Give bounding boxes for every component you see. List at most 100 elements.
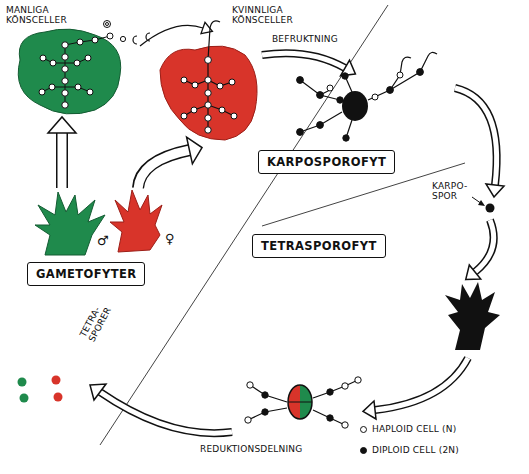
haploid-cell [342, 422, 348, 428]
cell-chain [42, 36, 110, 105]
diploid-cell [297, 77, 304, 84]
annotation-label: MANLIGA KÖNSCELLER [6, 5, 67, 26]
tetrasporophyte-plant [445, 282, 500, 350]
flow-arrow [475, 220, 494, 272]
tetraspore [18, 378, 27, 387]
annotation-label: BEFRUKTNING [272, 34, 338, 44]
haploid-cell [217, 83, 223, 89]
haploid-cell [181, 77, 187, 83]
haploid-cells [39, 21, 126, 109]
haploid-cell [39, 89, 45, 95]
diploid-cell [317, 92, 324, 99]
diploid-cell [327, 415, 333, 421]
haploid-cell [62, 54, 68, 60]
spermatium [120, 36, 125, 41]
haploid-cell [372, 94, 378, 100]
diploid-cells [297, 69, 424, 142]
tetrasporangium [288, 385, 312, 419]
legend-sample [360, 447, 367, 454]
diploid-cell [327, 389, 333, 395]
arrow-head [187, 137, 202, 164]
tetraspore [20, 394, 29, 403]
carpogonial-branch [184, 21, 234, 130]
haploid-cell [231, 113, 237, 119]
haploid-cell [74, 60, 80, 66]
haploid-cell [77, 39, 83, 45]
box-title: KARPOSPOROFYT [267, 155, 386, 169]
tetraspore [52, 376, 61, 385]
divider-line [100, 5, 388, 445]
diploid-cell [343, 135, 349, 141]
haploid-cell [62, 42, 68, 48]
arrow-head [90, 384, 106, 400]
male-thallus [18, 29, 120, 114]
cell-chains [248, 380, 358, 425]
haploid-cell [245, 417, 251, 423]
haploid-cell [219, 107, 225, 113]
haploid-cell [87, 89, 93, 95]
legend-text: HAPLOID CELL (N) [372, 424, 456, 434]
haploid-cell [205, 102, 211, 108]
arrow-head [466, 265, 481, 280]
box-title: GAMETOFYTER [36, 267, 136, 281]
haploid-cell [205, 127, 211, 133]
flow-arrow [140, 25, 203, 46]
haploid-cell [397, 72, 403, 78]
flow-arrow [455, 88, 497, 185]
annotation-label: ♀ [165, 232, 175, 247]
annotation-label: REDUKTIONSDELNING [200, 444, 302, 454]
haploid-cell [62, 102, 68, 108]
diploid-cell [262, 392, 268, 398]
haploid-cell [355, 377, 361, 383]
haploid-cell [92, 37, 98, 43]
haploid-cell [62, 78, 68, 84]
female-gametophyte [110, 190, 162, 252]
male-gametophyte [35, 192, 105, 255]
haploid-cell [192, 82, 198, 88]
tetrasporangium [288, 402, 312, 403]
flow-arrow [138, 150, 190, 188]
box-title: TETRASPOROFYT [261, 239, 377, 253]
flow-arrow [138, 150, 190, 189]
flow-arrow [455, 88, 497, 185]
annotation-label: ♂ [97, 234, 109, 249]
haploid-cell [191, 107, 197, 113]
carposporophyte-chains [300, 52, 437, 138]
haploid-cell [247, 382, 253, 388]
diploid-cell [387, 87, 394, 94]
legend-text: DIPLOID CELL (2N) [372, 445, 459, 455]
haploid-cell [40, 55, 46, 61]
flow-arrow [375, 358, 468, 410]
haploid-cell [106, 23, 109, 26]
haploid-cells [181, 57, 237, 134]
annotation-label: KVINNLIGA KÖNSCELLER [232, 5, 293, 26]
haploid-cells [245, 377, 361, 428]
diploid-cell [342, 73, 348, 79]
arrow-head [486, 184, 504, 197]
haploid-cell [205, 57, 212, 64]
haploid-cell [75, 84, 81, 90]
flow-arrow [262, 53, 345, 68]
flow-arrow [475, 220, 494, 272]
haploid-cell [181, 113, 187, 119]
spermatium [133, 33, 150, 44]
diploid-cell [337, 97, 343, 103]
haploid-cell [327, 85, 333, 91]
tetraspore [54, 393, 63, 402]
arrow-head [478, 200, 485, 206]
cell-chains [42, 36, 110, 105]
flow-arrow [262, 53, 345, 68]
diploid-cell [342, 91, 368, 121]
haploid-cell [107, 33, 113, 39]
haploid-cells [327, 72, 403, 100]
flow-arrow [100, 392, 232, 433]
annotation-label: TETRA- SPORER [78, 301, 114, 344]
stage-box: KARPOSPOROFYT [258, 150, 395, 174]
diploid-cell [417, 69, 424, 76]
haploid-cell [104, 21, 111, 28]
annotation-label: KARPO- SPOR [432, 181, 467, 202]
diploid-cell [317, 122, 324, 129]
legend-sample [360, 426, 367, 433]
haploid-cell [342, 383, 348, 389]
